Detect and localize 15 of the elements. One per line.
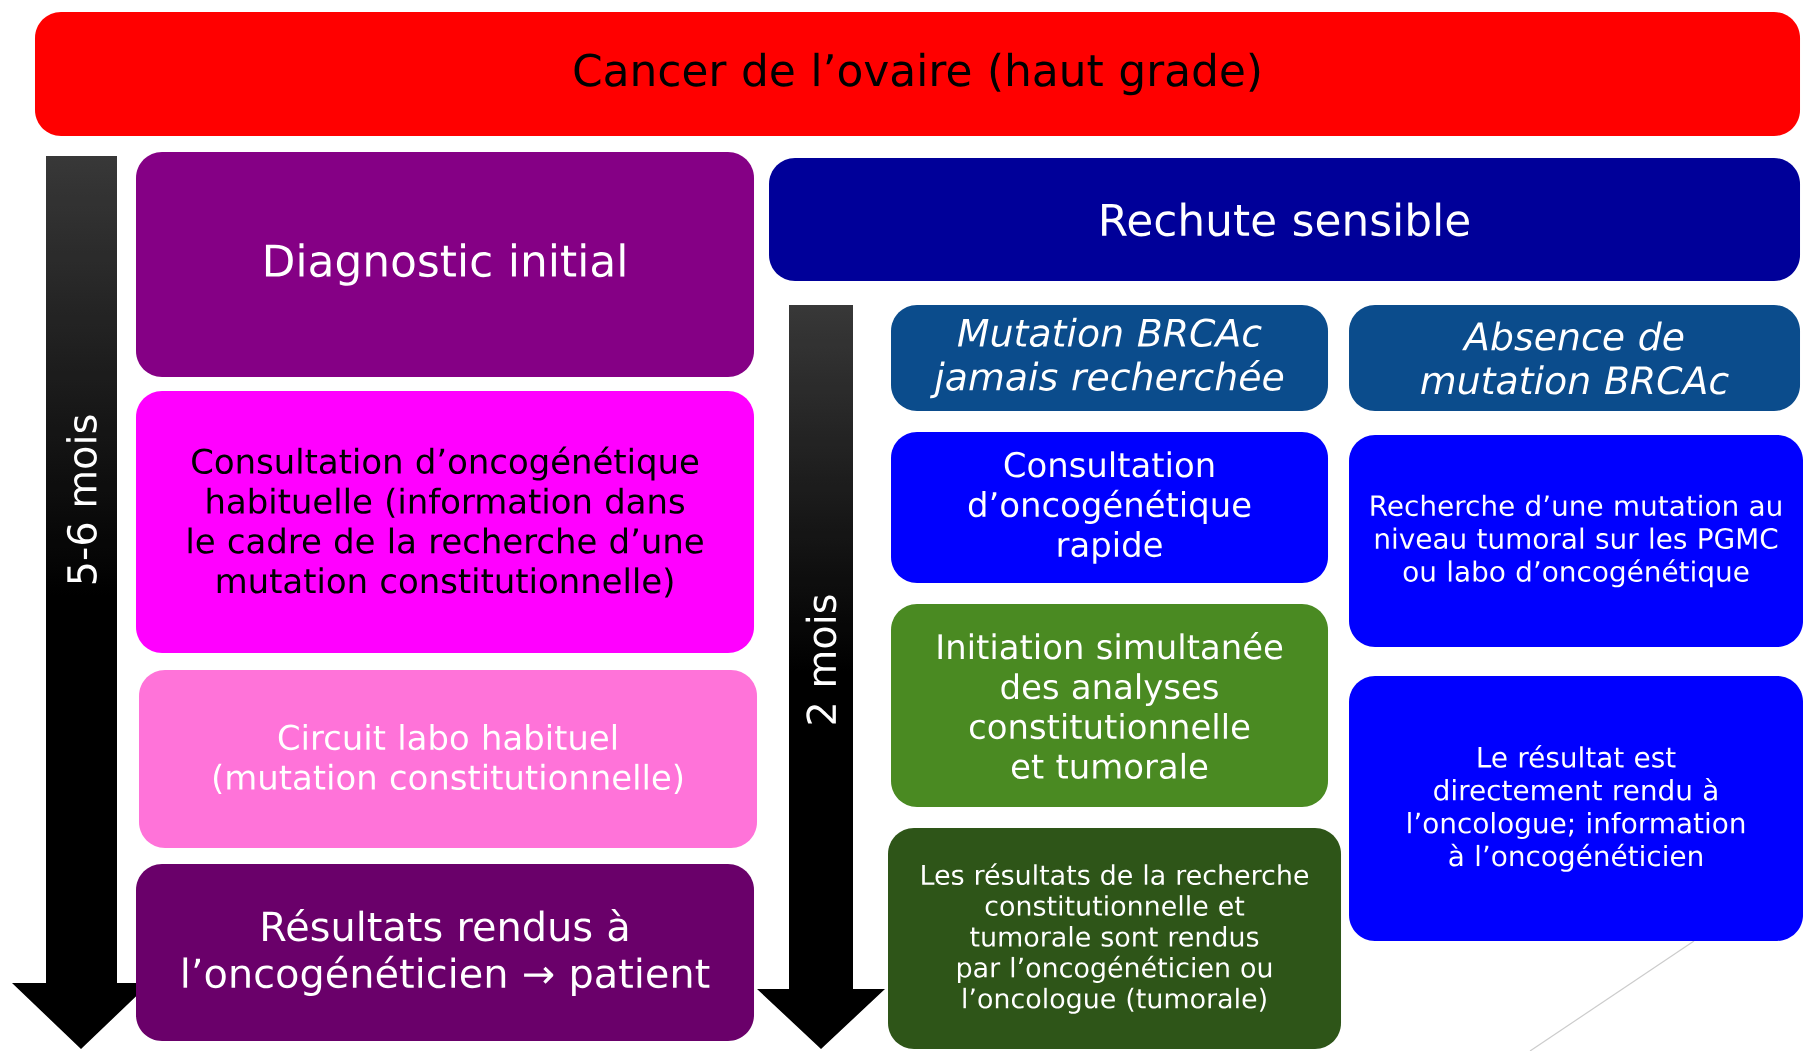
column-header: Absence de mutation BRCAc (1349, 305, 1800, 411)
step-box: Initiation simultanée des analyses constitutionnelle et tumorale (891, 604, 1328, 807)
step-box: Les résultats de la recherche constitutionnelle et tumorale sont rendus par l’oncogénéticien ou l’oncologue (tumorale) (888, 828, 1341, 1049)
duration-label: 5-6 mois (66, 415, 97, 584)
phase-box: Diagnostic initial (136, 152, 754, 377)
step-box: Consultation d’oncogénétique rapide (891, 432, 1328, 583)
step-box: Circuit labo habituel (mutation constitutionnelle) (139, 670, 757, 848)
step-box: Le résultat est directement rendu à l’oncologue; information à l’oncogénéticien (1349, 676, 1803, 941)
step-box: Résultats rendus à l’oncogénéticien → patient (136, 864, 754, 1041)
column-header: Mutation BRCAc jamais recherchée (891, 305, 1328, 411)
step-box: Consultation d’oncogénétique habituelle (information dans le cadre de la recherche d’une mutation constitutionnelle) (136, 391, 754, 653)
title-banner: Cancer de l’ovaire (haut grade) (35, 12, 1801, 136)
step-box: Recherche d’une mutation au niveau tumoral sur les PGMC ou labo d’oncogénétique (1349, 435, 1803, 647)
duration-label: 2 mois (805, 595, 837, 724)
phase-box: Rechute sensible (769, 158, 1801, 281)
